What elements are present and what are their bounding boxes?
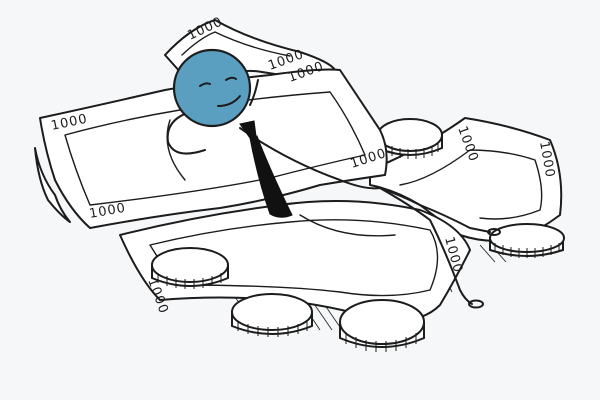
coin-bottom-left (151, 247, 229, 289)
torso (239, 127, 381, 190)
stick-figure (166, 79, 501, 309)
head (172, 48, 252, 128)
coin-bottom-middle (231, 293, 313, 337)
tie (249, 135, 293, 218)
banknote-denomination-label: 1000 (88, 201, 127, 222)
right-arm-upper (249, 79, 259, 106)
coin-right-far (489, 223, 565, 258)
stick-figure-head (172, 48, 252, 128)
foot (468, 299, 484, 309)
hand (487, 228, 501, 236)
smile (217, 95, 241, 107)
banknote-main: 1000 1000 1000 1000 (34, 59, 389, 229)
left-arm (166, 111, 206, 155)
closed-eye-right (225, 76, 237, 81)
leg (379, 187, 473, 305)
coin-bottom-right (339, 299, 425, 352)
coin-top-right (377, 118, 443, 159)
outstretched-arm (379, 187, 491, 233)
banknote-denomination-label: 1000 (536, 140, 557, 179)
closed-eye-left (199, 82, 211, 87)
